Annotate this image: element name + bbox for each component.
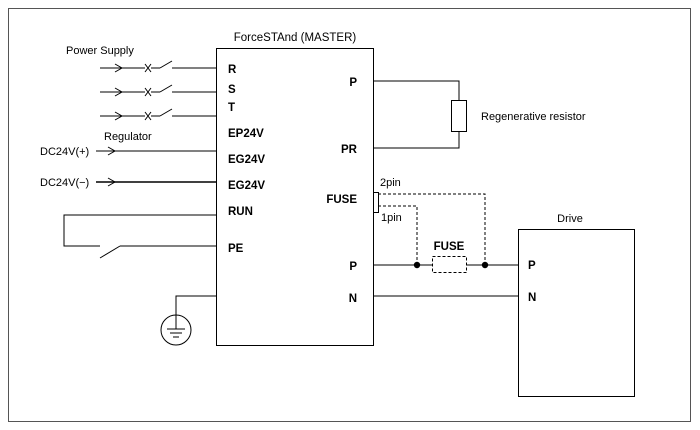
switch-icon (144, 87, 152, 97)
junction-dot-1 (413, 261, 421, 269)
pin-run: RUN (228, 206, 253, 218)
pin-n: N (349, 293, 357, 305)
regen-resistor-label: Regenerative resistor (481, 111, 586, 123)
power-supply-label: Power Supply (66, 45, 134, 57)
arrow-icon (107, 146, 117, 156)
ground (160, 295, 216, 346)
resistor-icon (451, 100, 467, 132)
drive-pin-n: N (528, 292, 536, 304)
run-pe-loop (63, 214, 216, 259)
supply-line-s (100, 84, 216, 97)
arrow-icon (114, 63, 124, 73)
pin2-label: 2pin (380, 177, 401, 189)
supply-line-r (100, 60, 216, 73)
junction-dot-2 (481, 261, 489, 269)
pin-ep24v: EP24V (228, 128, 264, 140)
pin-p-top: P (349, 77, 357, 89)
fuse-icon (432, 256, 467, 273)
pin-s: S (228, 84, 236, 96)
pin-r: R (228, 64, 237, 76)
power-supply-lines: Power Supply (66, 45, 216, 121)
master-unit: ForceSTAnd (MASTER) R S T EP24V EG24V EG… (216, 32, 374, 346)
pin-eg24v-1: EG24V (228, 154, 265, 166)
p-line: FUSE (373, 241, 518, 273)
drive-box (518, 229, 635, 397)
arrow-icon (107, 177, 117, 187)
switch-icon (144, 63, 152, 73)
pin-t: T (228, 102, 235, 114)
pin-pr: PR (341, 144, 358, 156)
master-title: ForceSTAnd (MASTER) (234, 32, 357, 44)
arrow-icon (114, 87, 124, 97)
drive-title: Drive (557, 213, 583, 225)
arrow-icon (114, 111, 124, 121)
regenerative-resistor: Regenerative resistor (373, 80, 586, 149)
drive-unit: Drive P N (518, 213, 635, 397)
outer-frame (8, 8, 691, 422)
drive-pin-p: P (528, 260, 536, 272)
ground-symbol-icon (160, 314, 192, 346)
pin-pe: PE (228, 243, 244, 255)
dc24v-pos-label: DC24V(+) (40, 146, 89, 158)
fuse-pin-connection: 2pin 1pin (373, 177, 486, 265)
fuse-label: FUSE (434, 241, 465, 253)
pin-fuse: FUSE (326, 194, 357, 206)
pin1-label: 1pin (381, 212, 402, 224)
pin-p-bottom: P (349, 261, 357, 273)
supply-line-t (100, 108, 216, 121)
regulator-label: Regulator (104, 131, 152, 143)
pin-eg24v-2: EG24V (228, 180, 265, 192)
fuse-terminal (373, 192, 379, 213)
dc24v-neg-label: DC24V(−) (40, 177, 89, 189)
switch-icon (144, 111, 152, 121)
dc24v-lines: Regulator DC24V(+) DC24V(−) (40, 131, 216, 189)
switch-icon (99, 245, 121, 259)
